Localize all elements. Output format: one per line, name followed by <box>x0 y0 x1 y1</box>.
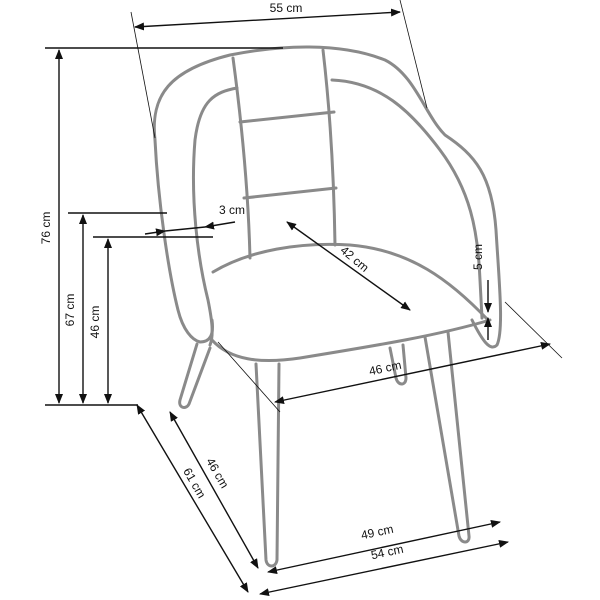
seat-width-label: 46 cm <box>368 358 403 378</box>
depth-total-arrow <box>136 404 249 593</box>
leg-front-right <box>423 330 471 544</box>
backrest-inner-right <box>330 78 484 320</box>
width-top-label: 55 cm <box>270 1 303 15</box>
depth-inner-label: 46 cm <box>203 455 231 490</box>
depth-total-label: 61 cm <box>180 465 208 500</box>
dimension-annotations: 55 cm 76 cm 67 cm 46 cm 3 cm 42 cm 5 cm … <box>39 0 563 597</box>
leg-front-left <box>254 362 281 568</box>
seat-height-label: 46 cm <box>88 306 102 339</box>
backrest-outer <box>152 45 503 349</box>
back-panel-stripe-1 <box>238 110 336 124</box>
seat-diagonal-arrow <box>286 221 411 311</box>
base-width-arrow <box>259 539 509 597</box>
armrest-height-label: 67 cm <box>63 294 77 327</box>
total-height-label: 76 cm <box>39 212 53 245</box>
left-arm <box>153 138 214 344</box>
depth-inner-arrow <box>169 411 259 569</box>
back-panel-left <box>231 56 252 260</box>
back-panel-stripe-2 <box>242 186 338 200</box>
leg-span-label: 49 cm <box>360 522 395 542</box>
width-top-arrow <box>134 8 401 31</box>
seat-width-arrow <box>274 341 551 405</box>
cushion-drop-label: 5 cm <box>471 244 485 270</box>
base-width-label: 54 cm <box>370 542 405 562</box>
arm-thickness-label: 3 cm <box>219 203 245 217</box>
leg-back-left <box>178 342 212 409</box>
